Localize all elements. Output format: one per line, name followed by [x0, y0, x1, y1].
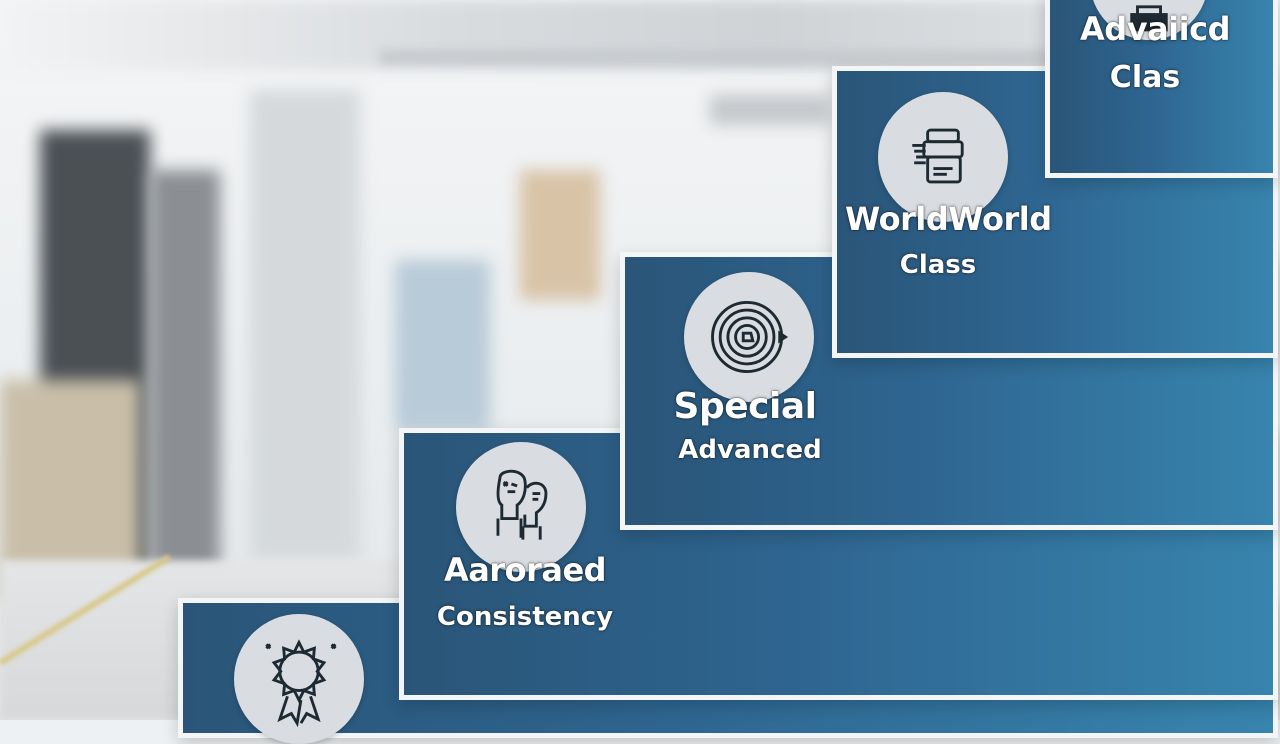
- blurred-pillar: [250, 90, 360, 560]
- step-3-subtitle: Advanced: [678, 435, 822, 465]
- step-5-subtitle: Clas: [1109, 60, 1181, 95]
- step-1-icon-circle: [234, 614, 364, 744]
- trophy-icon: [1130, 5, 1168, 32]
- step-2-title: Aaroraed: [443, 551, 607, 589]
- document-stack-icon: [912, 128, 964, 184]
- blurred-sign: [710, 95, 830, 125]
- step-5-title: Advaiicd: [1080, 10, 1230, 48]
- step-4-title: WorldWorld: [845, 200, 1052, 238]
- team-heads-icon: [496, 469, 548, 540]
- step-5-icon-circle: [1090, 0, 1208, 40]
- step-2-subtitle: Consistency: [436, 602, 614, 632]
- step-5: [1045, 0, 1278, 178]
- step-2-icon-circle: [456, 442, 586, 572]
- blurred-board: [520, 170, 600, 300]
- target-icon: [711, 301, 789, 373]
- step-3-title: Special: [673, 386, 817, 427]
- medal-icon: [265, 639, 337, 727]
- step-4-subtitle: Class: [899, 250, 977, 280]
- blurred-door: [395, 260, 490, 430]
- step-4-icon-circle: [878, 92, 1008, 222]
- ceiling-beam: [380, 50, 1080, 64]
- step-3-icon-circle: [684, 272, 814, 402]
- blurred-shelf: [150, 170, 220, 590]
